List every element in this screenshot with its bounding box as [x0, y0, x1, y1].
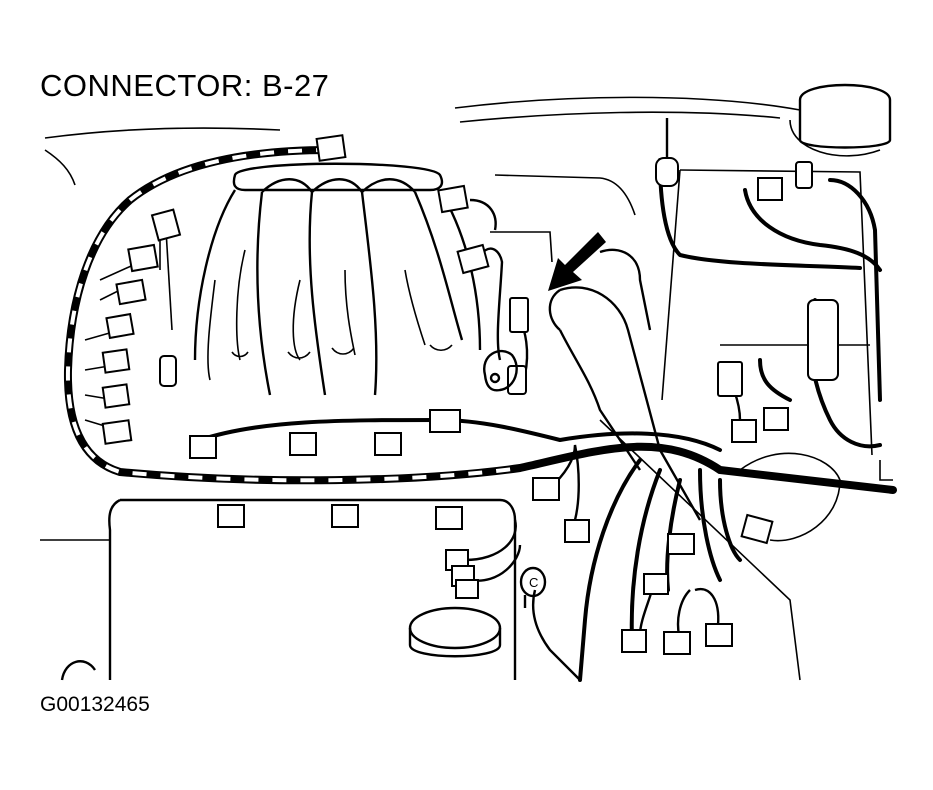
connector-injector-3 [374, 432, 402, 456]
connector-bottom-2 [643, 573, 669, 595]
relay-right [807, 299, 839, 381]
ground-label: C [529, 575, 538, 590]
sensor-left [159, 355, 177, 387]
connector-bottom-1 [667, 533, 695, 555]
connector-b27 [509, 297, 529, 333]
connector-manifold-top [437, 184, 469, 214]
diagram-title: CONNECTOR: B-27 [40, 68, 330, 103]
body-outline [40, 83, 893, 681]
connector-left-2 [127, 243, 159, 273]
pointer-arrow [548, 232, 606, 291]
intake-manifold [193, 162, 482, 396]
connector-injector-4 [429, 409, 461, 433]
ground-terminals: C [483, 349, 547, 608]
connector-lower-4 [532, 477, 560, 501]
connector-left-7 [101, 419, 133, 445]
connector-lower-3 [435, 506, 463, 530]
connector-lower-2 [331, 504, 359, 528]
connector-left-6 [101, 383, 131, 409]
connector-injector-1 [189, 435, 217, 459]
connector-left-1 [150, 208, 182, 242]
connector-right-3 [763, 407, 789, 431]
connector-top-harness [315, 134, 347, 162]
connector-top-right-1 [757, 177, 783, 201]
connector-top-right-2 [795, 161, 813, 189]
connector-bottom-3 [621, 629, 647, 653]
wires [84, 158, 882, 682]
connector-lower-5 [564, 519, 590, 543]
connector-left-5 [101, 348, 131, 374]
figure-code: G00132465 [40, 693, 150, 716]
connector-bottom-6 [740, 513, 774, 545]
connector-manifold-right [456, 243, 490, 275]
main-harness [63, 146, 897, 494]
grommet-top [655, 118, 679, 187]
connector-bottom-4 [663, 631, 691, 655]
connector-left-4 [105, 312, 135, 340]
connector-injector-2 [289, 432, 317, 456]
connector-bottom-5 [705, 623, 733, 647]
connector-right-2 [731, 419, 757, 443]
connectors [101, 118, 839, 655]
connector-left-3 [115, 278, 147, 306]
connector-lower-8 [455, 579, 479, 599]
connector-lower-1 [217, 504, 245, 528]
connector-right-1 [717, 361, 743, 397]
